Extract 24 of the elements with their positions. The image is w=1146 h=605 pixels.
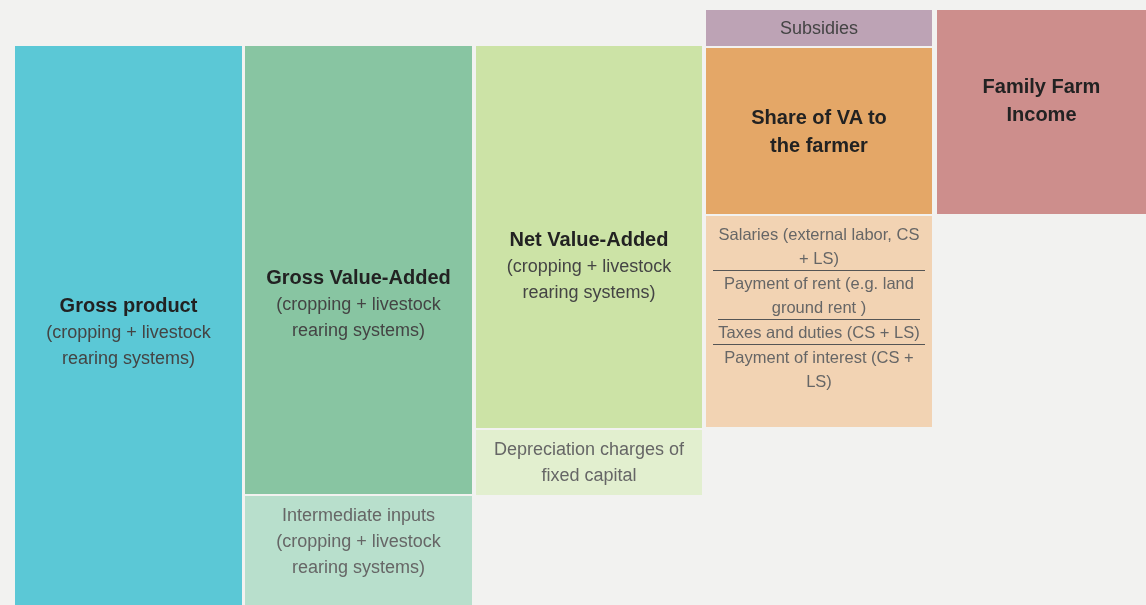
value-bar-block bbox=[15, 46, 242, 605]
block-title: Gross Value-Added bbox=[266, 265, 451, 290]
deduction-label: Salaries (external labor, CS + LS) bbox=[717, 224, 921, 269]
block-title: Share of VA to the farmer bbox=[750, 105, 888, 158]
block-title: Net Value-Added bbox=[509, 227, 669, 252]
deduction-label: Payment of rent (e.g. land ground rent ) bbox=[713, 270, 925, 319]
deduction-label: Taxes and duties (CS + LS) bbox=[718, 319, 920, 344]
node-description: (cropping + livestock rearing systems) bbox=[275, 293, 442, 342]
node-description: (cropping + livestock rearing systems) bbox=[45, 320, 212, 370]
node-description: Depreciation charges of fixed capital bbox=[492, 438, 686, 487]
value-bar-block bbox=[706, 48, 932, 214]
value-bar-block bbox=[706, 10, 932, 46]
deduction-label: Payment of interest (CS + LS) bbox=[713, 344, 925, 393]
value-bar-block bbox=[476, 430, 702, 495]
node-description: Subsidies bbox=[779, 17, 858, 40]
block-title: Gross product bbox=[59, 292, 198, 318]
block-title: Family Farm Income bbox=[981, 74, 1102, 127]
value-bar-block bbox=[706, 216, 932, 427]
value-bar-block bbox=[476, 46, 702, 428]
value-bar-block bbox=[245, 496, 472, 605]
value-bar-block bbox=[937, 10, 1146, 214]
node-description: (cropping + livestock rearing systems) bbox=[505, 255, 673, 304]
value-bar-block bbox=[245, 46, 472, 494]
node-description: Intermediate inputs (cropping + livestock rearing systems) bbox=[275, 504, 442, 579]
